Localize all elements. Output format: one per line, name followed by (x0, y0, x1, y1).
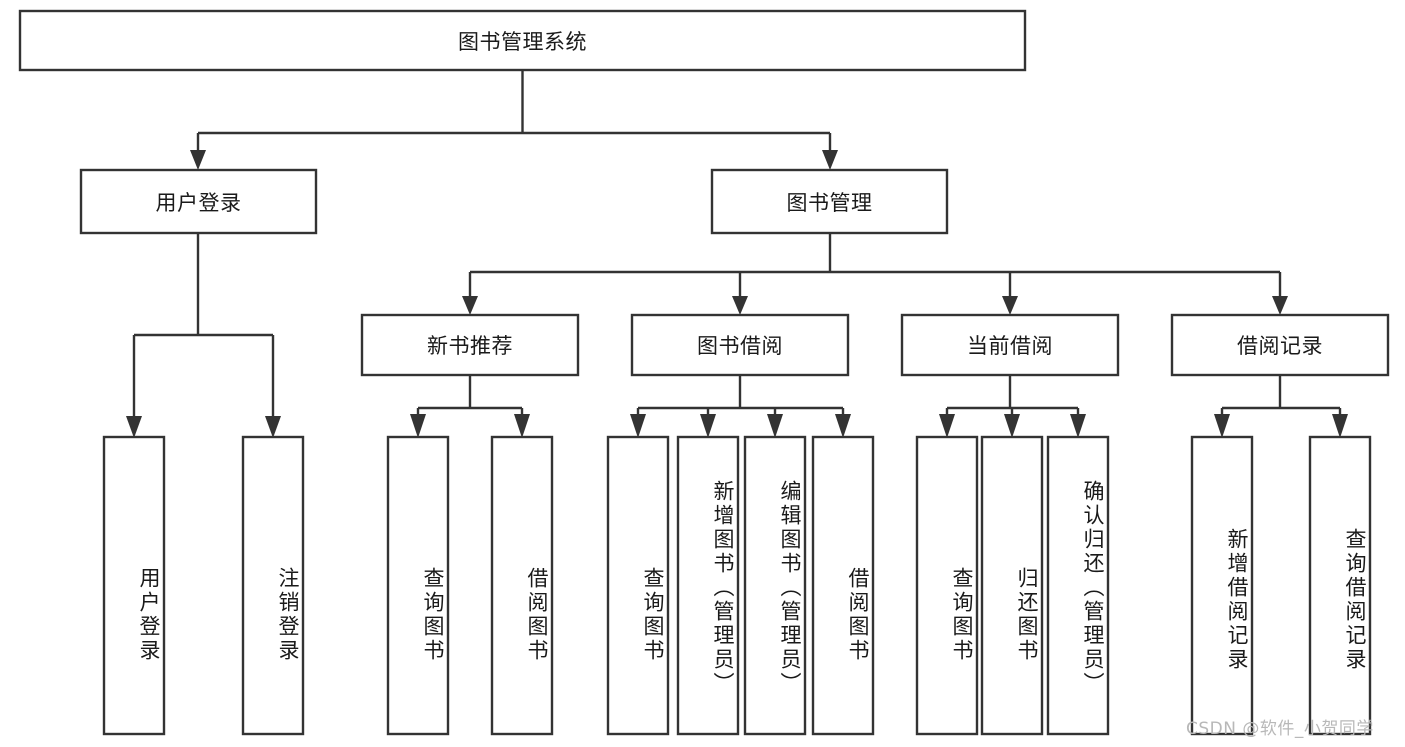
node-box-borrow-record[interactable] (1170, 313, 1390, 377)
node-box-leaf-logout[interactable] (241, 435, 305, 736)
arrow-leaf-edit-book (767, 414, 783, 438)
arrow-leaf-query-book-3 (939, 414, 955, 438)
arrow-to-borrow-record (1272, 296, 1288, 315)
arrow-leaf-return-book (1004, 414, 1020, 438)
connector-group-root-to-level2 (190, 70, 838, 170)
node-box-leaf-confirm-return[interactable] (1046, 435, 1110, 736)
node-box-leaf-query-book-3[interactable] (915, 435, 979, 736)
node-box-current-borrow[interactable] (900, 313, 1120, 377)
arrow-leaf-logout (265, 416, 281, 438)
connector-group-current-borrow-to-leaves (939, 375, 1086, 438)
node-box-leaf-query-book-1[interactable] (386, 435, 450, 736)
node-box-leaf-user-login[interactable] (102, 435, 166, 736)
connector-group-user-login-to-leaves (126, 233, 281, 438)
node-box-leaf-edit-book[interactable] (743, 435, 807, 736)
node-box-book-borrow[interactable] (630, 313, 850, 377)
node-box-leaf-return-book[interactable] (980, 435, 1044, 736)
node-box-leaf-add-record[interactable] (1190, 435, 1254, 736)
arrow-to-new-book-recommend (462, 296, 478, 315)
connector-group-borrow-record-to-leaves (1214, 375, 1348, 438)
arrow-leaf-add-record (1214, 414, 1230, 438)
node-box-root[interactable] (18, 9, 1027, 72)
arrow-leaf-confirm-return (1070, 414, 1086, 438)
arrow-leaf-user-login (126, 416, 142, 438)
arrow-leaf-query-record (1332, 414, 1348, 438)
node-box-leaf-add-book[interactable] (676, 435, 740, 736)
arrow-leaf-query-book-2 (630, 414, 646, 438)
arrow-to-current-borrow (1002, 296, 1018, 315)
node-box-leaf-query-book-2[interactable] (606, 435, 670, 736)
connector-group-book-borrow-to-leaves (630, 375, 851, 438)
node-box-leaf-borrow-book-2[interactable] (811, 435, 875, 736)
arrow-to-book-borrow (732, 296, 748, 315)
arrow-leaf-add-book (700, 414, 716, 438)
arrow-to-user-login (190, 150, 206, 170)
node-box-leaf-borrow-book-1[interactable] (490, 435, 554, 736)
arrow-leaf-borrow-book-2 (835, 414, 851, 438)
arrow-to-book-manage (822, 150, 838, 170)
arrow-leaf-query-book-1 (410, 414, 426, 438)
watermark-csdn: CSDN @软件_小贺同学 (1186, 719, 1374, 739)
connector-group-book-manage-to-level3 (462, 233, 1288, 315)
node-box-leaf-query-record[interactable] (1308, 435, 1372, 736)
node-box-user-login[interactable] (79, 168, 318, 235)
arrow-leaf-borrow-book-1 (514, 414, 530, 438)
connector-group-new-book-to-leaves (410, 375, 530, 438)
node-box-new-book-recommend[interactable] (360, 313, 580, 377)
node-box-book-manage[interactable] (710, 168, 949, 235)
